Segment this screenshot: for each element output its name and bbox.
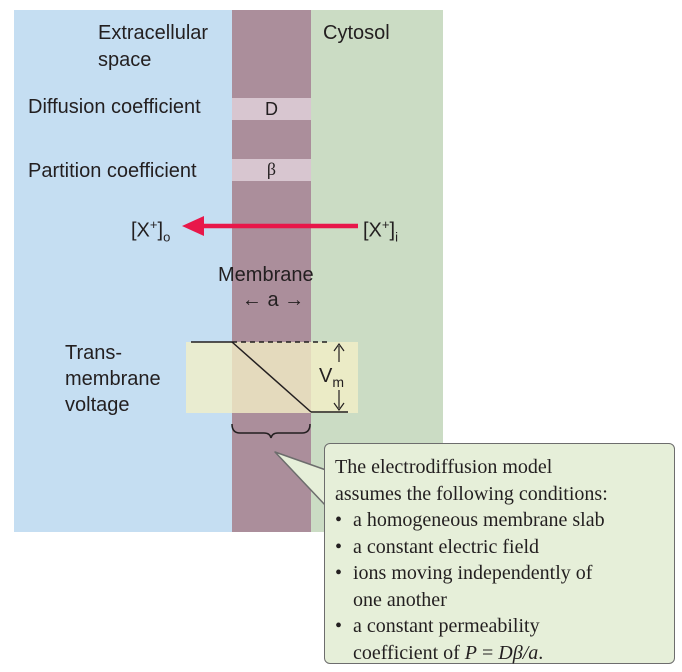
- diffusion-symbol: D: [265, 99, 278, 119]
- diffusion-band: [232, 98, 311, 120]
- voltage-label-line1: Trans-: [65, 342, 123, 364]
- extracellular-label-line1: Extracellular: [98, 22, 209, 44]
- membrane-label: Membrane: [218, 264, 314, 286]
- outside-concentration-label: [X+]o: [131, 217, 171, 245]
- flux-arrowhead: [182, 216, 204, 236]
- membrane-brace: [231, 423, 311, 439]
- callout-pointer: [274, 451, 327, 507]
- voltage-label-line2: membrane: [65, 368, 161, 390]
- membrane-thickness: ← a →: [241, 289, 305, 311]
- cytosol-label: Cytosol: [323, 22, 390, 44]
- list-item: a constant electric field: [335, 534, 664, 561]
- inside-concentration-label: [X+]i: [363, 217, 398, 245]
- list-item: a homogeneous membrane slab: [335, 507, 664, 534]
- partition-band: [232, 159, 311, 181]
- voltage-label-line3: voltage: [65, 394, 130, 416]
- vm-symbol: Vm: [319, 365, 345, 390]
- conditions-list: a homogeneous membrane slab a constant e…: [335, 507, 664, 666]
- voltage-slope: [231, 341, 312, 413]
- diffusion-coefficient-label: Diffusion coefficient: [28, 96, 201, 118]
- extracellular-label-line2: space: [98, 49, 152, 71]
- extracellular-region: [14, 10, 232, 532]
- callout-intro-line1: The electrodiffusion model: [335, 456, 553, 478]
- callout-intro-line2: assumes the following conditions:: [335, 482, 608, 505]
- partition-symbol: β: [266, 159, 277, 179]
- membrane-region: [232, 10, 311, 532]
- partition-coefficient-label: Partition coefficient: [28, 160, 197, 182]
- conditions-callout: The electrodiffusion model assumes the f…: [324, 443, 675, 664]
